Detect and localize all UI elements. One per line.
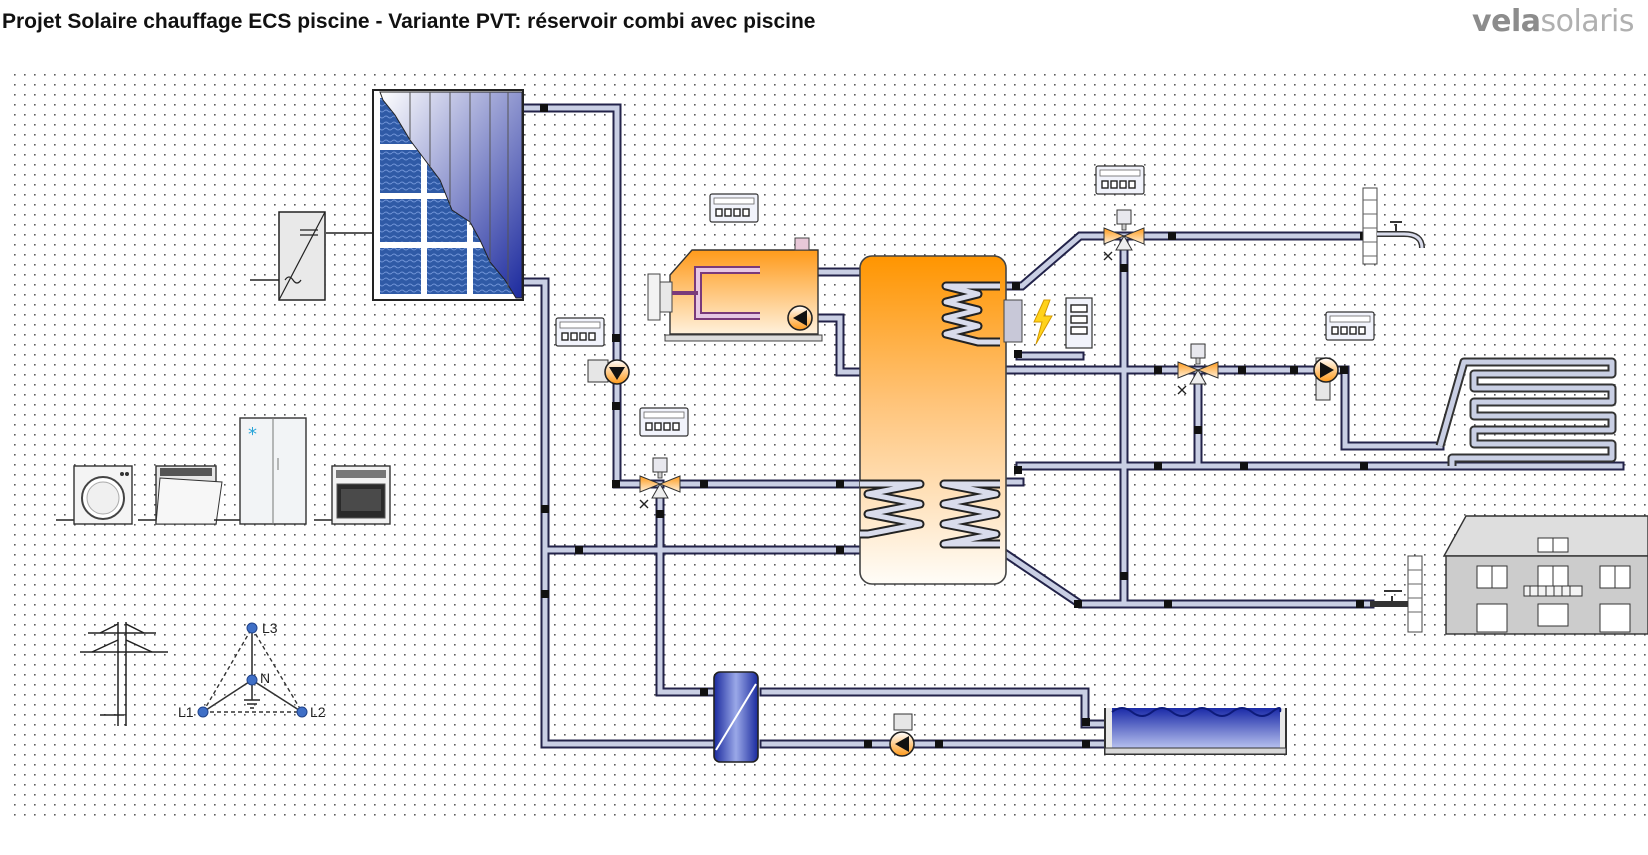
storage-tank-icon bbox=[859, 255, 1023, 585]
vela-solaris-logo: velasolaris bbox=[1472, 4, 1634, 39]
valve-x-marks bbox=[639, 251, 1187, 509]
dishwasher-icon bbox=[138, 465, 223, 525]
inverter-icon bbox=[250, 211, 373, 301]
label-l3: L3 bbox=[262, 620, 278, 636]
controller-icon[interactable] bbox=[1095, 165, 1145, 195]
pump-icon[interactable] bbox=[787, 305, 813, 331]
power-pylon-icon bbox=[80, 622, 168, 726]
electric-heater-icon bbox=[1033, 297, 1093, 349]
floor-heating-icon bbox=[1435, 357, 1617, 466]
controller-icon[interactable] bbox=[639, 407, 689, 437]
three-phase-icon: L3 N L1 L2 bbox=[178, 620, 326, 720]
page-title: Projet Solaire chauffage ECS piscine - V… bbox=[2, 10, 816, 33]
label-l1: L1 bbox=[178, 704, 194, 720]
boiler-icon bbox=[647, 237, 823, 342]
label-l2: L2 bbox=[310, 704, 326, 720]
pump-icon[interactable] bbox=[587, 359, 630, 385]
faucet-icon bbox=[1370, 555, 1423, 633]
controller-icon[interactable] bbox=[555, 317, 605, 347]
pvt-collector-icon bbox=[372, 89, 524, 301]
pump-icon[interactable] bbox=[1313, 357, 1339, 401]
heat-exchanger-icon bbox=[713, 671, 759, 763]
label-n: N bbox=[260, 670, 270, 686]
pool-icon bbox=[1104, 707, 1287, 755]
svg-text:*: * bbox=[248, 424, 257, 445]
house-icon bbox=[1442, 515, 1648, 635]
pump-icon[interactable] bbox=[889, 713, 915, 757]
oven-icon bbox=[314, 465, 391, 525]
washing-machine-icon bbox=[56, 465, 133, 525]
controller-icon[interactable] bbox=[709, 193, 759, 223]
faucet-icon bbox=[1362, 187, 1425, 265]
fridge-icon: * bbox=[214, 417, 307, 525]
controller-icon[interactable] bbox=[1325, 311, 1375, 341]
